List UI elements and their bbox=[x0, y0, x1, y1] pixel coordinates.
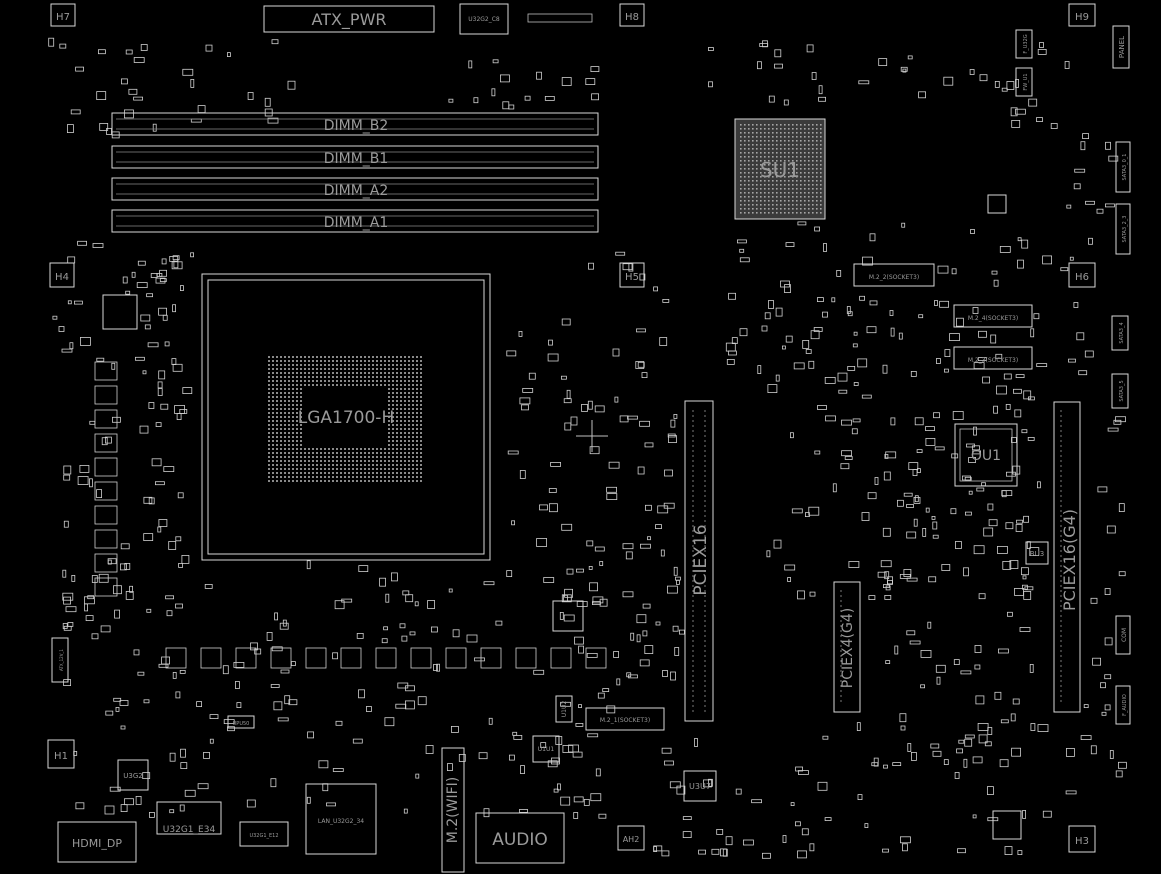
usb-e12-label: U32G1_E12 bbox=[249, 833, 278, 839]
chipset-balls bbox=[740, 124, 822, 214]
u3u7-label: U3U7 bbox=[689, 782, 711, 791]
sata-4-label: SATA3_4 bbox=[1119, 322, 1125, 343]
usb-top-label: U32G2_C8 bbox=[468, 16, 500, 23]
u1u1-label: U1U1 bbox=[538, 746, 555, 753]
f-u32g-label: F_U32G bbox=[1023, 34, 1029, 53]
pciex4-label: PCIEX4(G4) bbox=[840, 608, 856, 688]
mounting-holes: H7 H8 H9 H4 H5 H6 H1 AH2 H3 bbox=[47, 3, 1096, 853]
small-components bbox=[48, 37, 1127, 859]
usb-header-top: U32G2_C8 bbox=[459, 3, 593, 35]
upu50-label: UPU50 bbox=[233, 721, 250, 727]
ou1-label: OU1 bbox=[971, 448, 1001, 464]
misc-chips: OU1 BU3 U3U7 U1U1 U1U2 U3G2 UPU50 bbox=[102, 194, 1049, 840]
m2-slots: M.2_2(SOCKET3) M.2_4(SOCKET3) M.2_3(SOCK… bbox=[585, 263, 1033, 731]
hole-ah2: AH2 bbox=[623, 835, 640, 844]
cpu-socket: LGA1700-H bbox=[201, 273, 491, 561]
atx-pwr-label: ATX_PWR bbox=[311, 10, 386, 30]
dimm-b1-label: DIMM_B1 bbox=[324, 151, 389, 167]
pciex16-label: PCIEX16 bbox=[691, 524, 711, 595]
right-headers: PANEL F_U32G FW_U1 SATA3_0_1 SATA3_2_3 S… bbox=[51, 25, 1131, 725]
pcie-slots: PCIEX16 PCIEX4(G4) PCIEX16(G4) bbox=[684, 400, 1081, 722]
hole-h9: H9 bbox=[1075, 12, 1089, 23]
pciex16-g4-label: PCIEX16(G4) bbox=[1060, 509, 1079, 611]
hole-h8: H8 bbox=[625, 12, 639, 23]
hole-h7: H7 bbox=[56, 12, 70, 23]
cursor-crosshair bbox=[576, 420, 608, 452]
dimm-a2-label: DIMM_A2 bbox=[324, 183, 389, 199]
hole-h4: H4 bbox=[55, 272, 69, 283]
dimm-b2-label: DIMM_B2 bbox=[324, 118, 389, 134]
u3g2-label: U3G2 bbox=[123, 772, 142, 780]
hole-h3: H3 bbox=[1075, 836, 1089, 847]
hole-h1: H1 bbox=[54, 751, 68, 762]
dimm-slots: DIMM_B2 DIMM_B1 DIMM_A2 DIMM_A1 bbox=[111, 112, 599, 233]
u1u2-label: U1U2 bbox=[561, 701, 568, 718]
hole-h5: H5 bbox=[625, 272, 639, 283]
su1-label: SU1 bbox=[760, 158, 800, 182]
sata-01-label: SATA3_0_1 bbox=[1122, 154, 1128, 181]
m2-4-label: M.2_4(SOCKET3) bbox=[968, 315, 1018, 322]
m2-1-label: M.2_1(SOCKET3) bbox=[600, 717, 650, 724]
hole-h6: H6 bbox=[1075, 272, 1089, 283]
dimm-a1-label: DIMM_A1 bbox=[324, 215, 389, 231]
lan-usb-label: LAN_U32G2_34 bbox=[318, 818, 364, 825]
m2-wifi-label: M.2(WIFI) bbox=[445, 777, 461, 844]
chipset-su1: SU1 bbox=[734, 118, 826, 220]
m2-2-label: M.2_2(SOCKET3) bbox=[869, 274, 919, 281]
cpu-socket-label: LGA1700-H bbox=[298, 408, 394, 428]
rear-io: HDMI_DP U32G1_E34 U32G1_E12 LAN_U32G2_34… bbox=[57, 747, 565, 873]
sata-23-label: SATA3_2_3 bbox=[1122, 216, 1128, 243]
atx-power-connector: ATX_PWR bbox=[263, 5, 435, 33]
m2-3-label: M.2_3(SOCKET3) bbox=[968, 357, 1018, 364]
bu3-label: BU3 bbox=[1030, 550, 1044, 558]
atx-12v-label: ATX_12V_1 bbox=[59, 649, 64, 671]
usb-e34-label: U32G1_E34 bbox=[163, 825, 216, 835]
com-label: COM bbox=[1121, 628, 1128, 642]
f-audio-label: F_AUDIO bbox=[1122, 694, 1128, 716]
cpu-socket-pins bbox=[268, 356, 422, 482]
hdmi-dp-label: HDMI_DP bbox=[72, 837, 122, 850]
fw-u1-label: FW_U1 bbox=[1023, 73, 1029, 90]
sata-5-label: SATA3_5 bbox=[1119, 380, 1125, 401]
panel-label: PANEL bbox=[1118, 36, 1126, 58]
audio-label: AUDIO bbox=[492, 830, 548, 850]
